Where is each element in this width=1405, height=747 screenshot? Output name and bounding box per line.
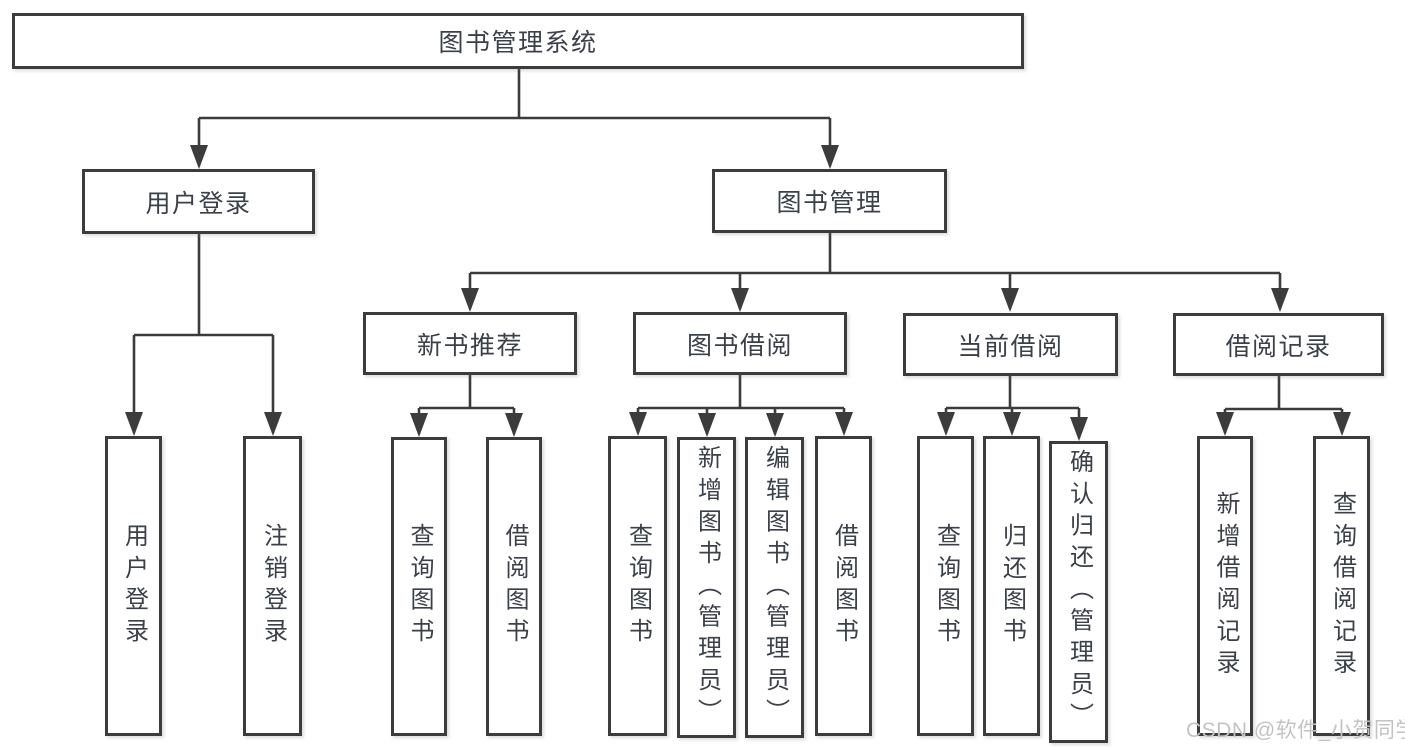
leaf-nb-borrow-books-label: 借阅图书 xyxy=(501,523,528,650)
leaf-bb-add-books-label: 新增图书（管理员） xyxy=(693,444,721,731)
leaf-cb-query-books: 查询图书 xyxy=(917,436,974,736)
leaf-br-query-record-label: 查询借阅记录 xyxy=(1328,490,1356,682)
node-book-management-label: 图书管理 xyxy=(776,189,883,217)
node-book-management: 图书管理 xyxy=(712,169,947,233)
leaf-bb-borrow-books: 借阅图书 xyxy=(815,436,872,736)
leaf-bb-query-books-label: 查询图书 xyxy=(624,522,652,650)
leaf-bb-edit-books: 编辑图书（管理员） xyxy=(745,437,804,738)
node-book-borrow: 图书借阅 xyxy=(633,312,847,375)
node-user-login: 用户登录 xyxy=(82,169,315,234)
leaf-bb-edit-books-label: 编辑图书（管理员） xyxy=(761,444,789,731)
leaf-user-login: 用户登录 xyxy=(105,436,162,736)
node-new-book-recommend-label: 新书推荐 xyxy=(416,331,523,360)
leaf-br-query-record: 查询借阅记录 xyxy=(1313,436,1370,736)
arrow-heads xyxy=(125,145,1351,441)
leaf-cb-confirm-return-label: 确认归还（管理员） xyxy=(1065,449,1093,735)
node-book-borrow-label: 图书借阅 xyxy=(686,331,793,360)
node-borrow-records: 借阅记录 xyxy=(1173,313,1384,376)
node-current-borrow: 当前借阅 xyxy=(903,313,1118,376)
node-user-login-label: 用户登录 xyxy=(145,189,252,218)
leaf-bb-borrow-books-label: 借阅图书 xyxy=(830,522,858,650)
leaf-cb-return-books: 归还图书 xyxy=(983,436,1040,736)
leaf-logout: 注销登录 xyxy=(243,436,302,736)
leaf-bb-add-books: 新增图书（管理员） xyxy=(677,437,736,738)
leaf-br-add-record-label: 新增借阅记录 xyxy=(1212,490,1239,682)
leaf-nb-query-books: 查询图书 xyxy=(391,437,447,736)
node-root: 图书管理系统 xyxy=(12,13,1024,69)
leaf-cb-return-books-label: 归还图书 xyxy=(998,522,1026,650)
node-current-borrow-label: 当前借阅 xyxy=(957,332,1064,361)
leaf-bb-query-books: 查询图书 xyxy=(608,436,667,736)
node-new-book-recommend: 新书推荐 xyxy=(363,312,577,375)
leaf-nb-borrow-books: 借阅图书 xyxy=(486,437,542,736)
node-borrow-records-label: 借阅记录 xyxy=(1225,332,1332,361)
leaf-br-add-record: 新增借阅记录 xyxy=(1197,436,1253,736)
leaf-logout-label: 注销登录 xyxy=(259,522,287,650)
node-root-label: 图书管理系统 xyxy=(438,29,598,57)
leaf-cb-confirm-return: 确认归还（管理员） xyxy=(1049,441,1108,743)
leaf-nb-query-books-label: 查询图书 xyxy=(406,523,433,650)
leaf-cb-query-books-label: 查询图书 xyxy=(932,522,960,650)
csdn-watermark: CSDN @软件_小贺同学 xyxy=(1186,719,1405,742)
leaf-user-login-label: 用户登录 xyxy=(120,522,148,650)
connector-paths xyxy=(132,69,1344,438)
